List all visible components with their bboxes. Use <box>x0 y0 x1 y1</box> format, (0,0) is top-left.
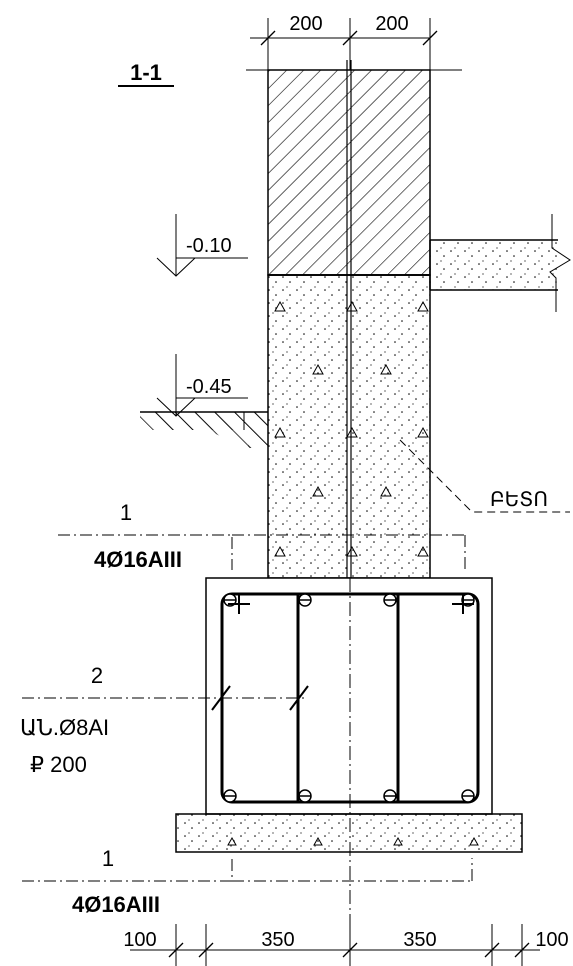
dim-top-left: 200 <box>289 13 322 35</box>
aggregate-marks <box>274 300 429 557</box>
dim-bottom-right-100: 100 <box>535 929 568 951</box>
cut-line-lower <box>22 858 233 882</box>
bottom-dimension <box>130 924 540 966</box>
level-marker-1 <box>156 214 248 277</box>
callout-stirrup-spacing: ₽ 200 <box>30 752 87 777</box>
foundation-wall <box>267 274 431 579</box>
level-label-1: -0.10 <box>186 235 232 257</box>
callout-rebar-bottom: 4Ø16AIII <box>72 892 160 917</box>
foundation-beam <box>205 577 493 815</box>
callout-number-1-lower: 1 <box>102 846 114 871</box>
rebars <box>223 593 475 803</box>
callout-number-1: 1 <box>120 500 132 525</box>
material-leader <box>399 439 570 513</box>
callout-number-2: 2 <box>91 663 103 688</box>
top-dimension <box>250 18 438 70</box>
concrete-pad <box>175 813 523 853</box>
dim-bottom-350-left: 350 <box>261 929 294 951</box>
dim-top-right: 200 <box>375 13 408 35</box>
dim-bottom-350-right: 350 <box>403 929 436 951</box>
dim-bottom-left-100: 100 <box>123 929 156 951</box>
level-label-2: -0.45 <box>186 376 232 398</box>
material-label: ԲԵՏՈ <box>490 489 548 511</box>
callout-stirrup: ԱՆ.Ø8AI <box>20 715 109 740</box>
callout-rebar-top: 4Ø16AIII <box>94 547 182 572</box>
wall-masonry <box>246 60 462 276</box>
floor-slab <box>429 214 571 312</box>
section-title: 1-1 <box>130 60 162 85</box>
